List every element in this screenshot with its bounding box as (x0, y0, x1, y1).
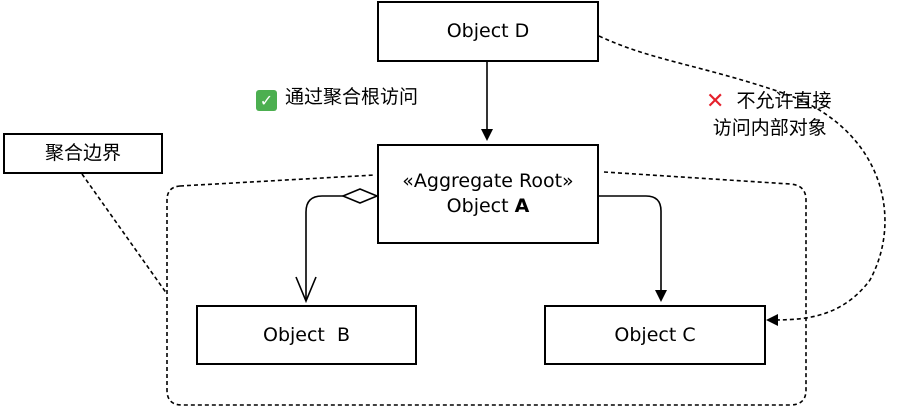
object-d-label: Object D (446, 20, 530, 42)
object-d-box[interactable]: Object D (377, 1, 599, 62)
object-c-label: Object C (614, 323, 696, 346)
object-b-box[interactable]: Object B (196, 305, 417, 365)
forbidden-access-note: ✕ 不允许直接 访问内部对象 (706, 88, 831, 141)
object-b-label: Object B (263, 323, 350, 346)
aggregate-root-name-prefix: Object (446, 195, 515, 217)
white-check-mark-icon: ✓ (256, 90, 277, 111)
aggregate-root-box[interactable]: «Aggregate Root» Object A (377, 144, 599, 244)
arrow-a-to-b (295, 195, 343, 304)
aggregate-boundary (166, 171, 807, 406)
aggregate-root-stereotype: «Aggregate Root» (402, 170, 574, 192)
composition-diamond (340, 188, 380, 204)
arrow-d-to-c-forbidden (598, 35, 886, 326)
aggregate-root-name-bold: A (514, 195, 530, 217)
boundary-label-box: 聚合边界 (3, 133, 163, 174)
boundary-label-leader (81, 173, 168, 295)
object-c-box[interactable]: Object C (544, 305, 766, 365)
aggregate-root-name: Object A (447, 194, 530, 219)
forbidden-line-2: 访问内部对象 (712, 117, 827, 139)
allowed-access-note: ✓ 通过聚合根访问 (256, 84, 418, 111)
allowed-access-text: 通过聚合根访问 (285, 86, 419, 108)
red-cross-icon: ✕ (706, 89, 725, 114)
forbidden-line-1: 不允许直接 (736, 90, 832, 112)
arrow-a-to-c (599, 195, 667, 302)
boundary-label: 聚合边界 (44, 142, 121, 164)
